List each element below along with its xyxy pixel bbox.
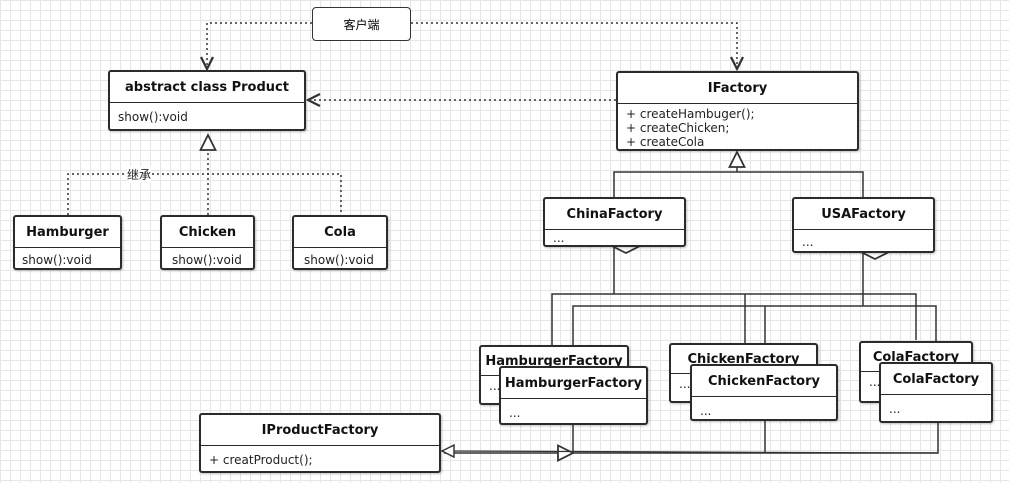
class-member: + createChicken; [626,121,730,135]
hamburger-factory-class: HamburgerFactory ... [499,366,648,425]
china-factory-class: ChinaFactory ... [543,197,686,247]
chicken-class: Chicken show():void [160,215,255,270]
class-member: ... [553,231,565,245]
class-name: Hamburger [15,217,120,248]
client-to-ifactory-edge [411,22,737,69]
product-factory-inherit-edge [444,421,939,453]
class-member: show():void [22,253,92,267]
client-label: 客户端 [343,17,380,32]
class-name: Cola [294,217,386,248]
class-member: ... [802,235,814,249]
class-member: ... [700,404,712,418]
class-member: ... [509,406,521,420]
class-member: ... [869,375,881,389]
class-member: + createCola [626,135,705,149]
class-member: show():void [118,110,188,124]
class-member: ... [489,379,501,393]
client-box: 客户端 [312,7,411,41]
hamburger-class: Hamburger show():void [13,215,122,270]
factory-inherit-branch [613,171,864,197]
class-member: ... [679,377,691,391]
iproduct-factory-class: IProductFactory + creatProduct(); [199,413,441,473]
class-name: IProductFactory [201,415,439,446]
cola-class: Cola show():void [292,215,388,270]
class-member: show():void [172,253,242,267]
class-name: USAFactory [794,199,933,230]
class-member: + createHambuger(); [626,107,755,121]
client-to-product-edge [207,22,312,69]
china-branch-lines [551,293,917,345]
product-class: abstract class Product show():void [108,70,306,131]
class-name: ColaFactory [881,364,991,395]
product-factory-inherit-edge-2 [442,451,939,453]
class-name: ChickenFactory [692,366,836,397]
chicken-factory-class: ChickenFactory ... [690,364,838,421]
hamburger-inherit-edge [67,173,342,215]
class-name: IFactory [618,73,857,104]
class-name: abstract class Product [110,72,304,103]
inherit-label: 继承 [127,166,152,183]
class-member: show():void [304,253,374,267]
class-name: HamburgerFactory [501,368,646,399]
class-member: ... [889,402,901,416]
usa-factory-class: USAFactory ... [792,197,935,253]
class-name: ChinaFactory [545,199,684,230]
ifactory-class: IFactory + createHambuger(); + createChi… [616,71,859,151]
cola-factory-class: ColaFactory ... [879,362,993,423]
class-name: Chicken [162,217,253,248]
class-member: + creatProduct(); [209,453,313,467]
